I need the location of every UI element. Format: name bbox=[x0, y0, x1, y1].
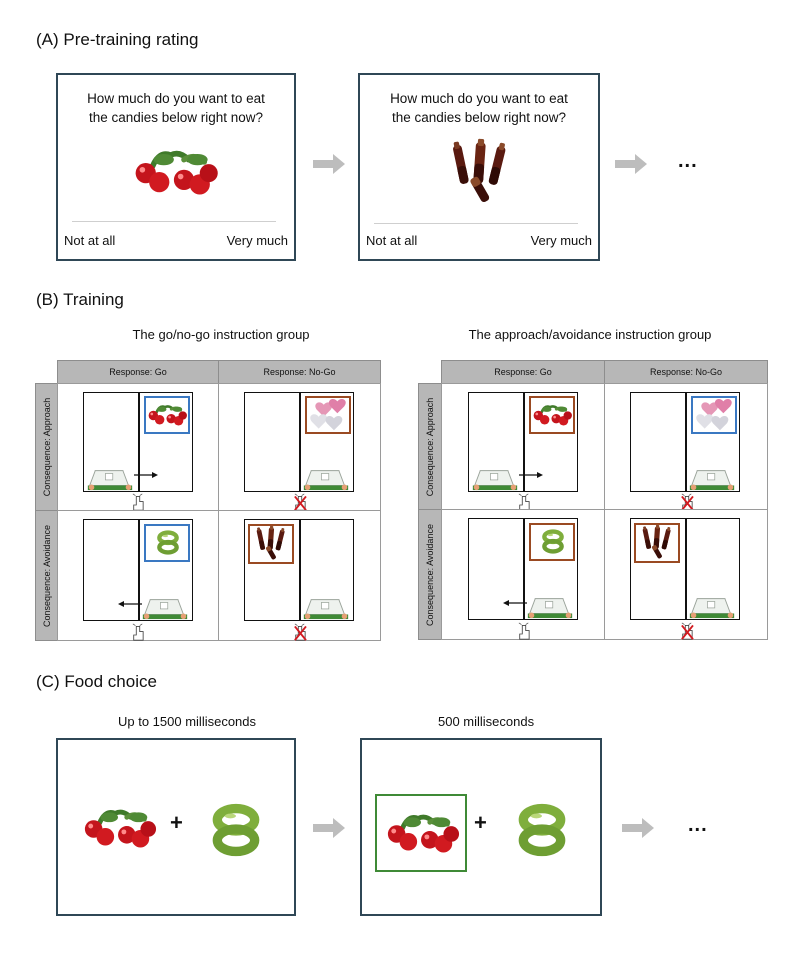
arrow-right-icon bbox=[313, 818, 345, 838]
col-header-go: Response: Go bbox=[57, 360, 219, 384]
arrow-right-icon bbox=[134, 472, 158, 478]
trial-approach-nogo bbox=[604, 383, 768, 510]
col-header-nogo: Response: No-Go bbox=[604, 360, 768, 384]
col-header-nogo: Response: No-Go bbox=[218, 360, 381, 384]
rating-question-line1: How much do you want to eat bbox=[390, 91, 568, 106]
group-title-approach-avoidance: The approach/avoidance instruction group bbox=[468, 327, 712, 342]
row-header-approach: Consequence: Approach bbox=[35, 383, 58, 511]
green-selection-frame bbox=[375, 794, 467, 872]
cherry-candy-image bbox=[532, 405, 574, 427]
row-header-avoidance-label: Consequence: Avoidance bbox=[41, 524, 52, 627]
group-title-gonogo: The go/no-go instruction group bbox=[132, 327, 310, 342]
ring-candy-image bbox=[540, 525, 566, 558]
brown-frame bbox=[529, 396, 575, 434]
cart-icon bbox=[689, 598, 735, 619]
ring-candy-image bbox=[208, 800, 264, 860]
row-header-avoidance: Consequence: Avoidance bbox=[418, 509, 442, 640]
cart-icon bbox=[527, 598, 573, 619]
trial-avoidance-nogo bbox=[218, 510, 381, 641]
cola-candy-image bbox=[256, 525, 286, 561]
cart-icon bbox=[689, 470, 735, 491]
section-c-title: (C) Food choice bbox=[36, 672, 157, 691]
cart-icon bbox=[142, 599, 188, 620]
section-b-title: (B) Training bbox=[36, 290, 124, 309]
heart-candy-image bbox=[310, 398, 346, 431]
rating-screen-2: How much do you want to eat the candies … bbox=[358, 73, 600, 261]
brown-frame bbox=[248, 524, 294, 564]
task-screen bbox=[83, 392, 193, 492]
trial-approach-go bbox=[441, 383, 605, 511]
rating-scale-line[interactable] bbox=[72, 221, 276, 222]
task-screen bbox=[468, 392, 578, 492]
arrow-right-icon bbox=[519, 472, 543, 478]
trial-avoidance-go bbox=[441, 509, 605, 640]
task-screen bbox=[83, 519, 193, 621]
rating-high-label: Very much bbox=[226, 233, 288, 248]
blue-frame bbox=[144, 396, 190, 434]
continuation-ellipsis: ... bbox=[678, 150, 698, 172]
no-press-icon bbox=[679, 622, 695, 640]
cherry-candy-image bbox=[80, 798, 158, 858]
trial-avoidance-nogo bbox=[604, 509, 768, 640]
arrow-left-icon bbox=[503, 600, 527, 606]
rating-low-label: Not at all bbox=[366, 233, 418, 248]
hand-press-icon bbox=[132, 493, 144, 511]
cart-icon bbox=[303, 470, 349, 491]
row-header-avoidance-label: Consequence: Avoidance bbox=[425, 523, 435, 626]
brown-frame bbox=[305, 396, 351, 434]
task-screen bbox=[244, 519, 354, 621]
task-screen bbox=[630, 518, 740, 620]
trial-approach-nogo bbox=[218, 383, 381, 511]
cherry-candy-image bbox=[147, 405, 189, 427]
rating-scale-line[interactable] bbox=[374, 223, 578, 224]
task-screen bbox=[468, 518, 578, 620]
rating-screen-1: How much do you want to eat the candies … bbox=[56, 73, 296, 261]
row-header-avoidance: Consequence: Avoidance bbox=[35, 510, 58, 641]
rating-question-line2: the candies below right now? bbox=[391, 110, 567, 125]
trial-approach-go bbox=[57, 383, 219, 511]
ring-candy-image bbox=[514, 800, 570, 860]
cherry-candy-image bbox=[130, 139, 220, 205]
arrow-right-icon bbox=[622, 818, 654, 838]
trial-avoidance-go bbox=[57, 510, 219, 641]
cart-icon bbox=[472, 470, 518, 491]
row-header-approach-label: Consequence: Approach bbox=[41, 397, 52, 497]
arrow-right-icon bbox=[615, 154, 647, 174]
brown-frame bbox=[634, 523, 680, 563]
no-press-icon bbox=[292, 493, 308, 511]
continuation-ellipsis: ... bbox=[688, 814, 708, 836]
no-press-icon bbox=[292, 623, 308, 641]
brown-frame bbox=[529, 523, 575, 561]
hand-press-icon bbox=[518, 622, 530, 640]
arrow-left-icon bbox=[118, 601, 142, 607]
ring-candy-image bbox=[155, 526, 181, 559]
cart-icon bbox=[303, 599, 349, 620]
cola-candy-image bbox=[642, 524, 672, 560]
rating-question-line2: the candies below right now? bbox=[88, 110, 264, 125]
choice-screen-1: + bbox=[56, 738, 296, 916]
cherry-candy-image bbox=[383, 802, 461, 864]
fixation-plus: + bbox=[170, 810, 183, 835]
hand-press-icon bbox=[132, 623, 144, 641]
fixation-plus: + bbox=[474, 810, 487, 835]
cola-candy-image bbox=[451, 138, 508, 204]
choice-screen-2: + bbox=[360, 738, 602, 916]
rating-question-line1: How much do you want to eat bbox=[87, 91, 265, 106]
arrow-right-icon bbox=[313, 154, 345, 174]
row-header-approach-label: Consequence: Approach bbox=[425, 397, 435, 496]
task-screen bbox=[244, 392, 354, 492]
rating-high-label: Very much bbox=[530, 233, 592, 248]
heart-candy-image bbox=[696, 398, 732, 431]
task-screen bbox=[630, 392, 740, 492]
cart-icon bbox=[87, 470, 133, 491]
timing-label-2: 500 milliseconds bbox=[438, 714, 535, 729]
timing-label-1: Up to 1500 milliseconds bbox=[118, 714, 257, 729]
col-header-go: Response: Go bbox=[441, 360, 605, 384]
section-a-title: (A) Pre-training rating bbox=[36, 30, 199, 49]
blue-frame bbox=[144, 524, 190, 562]
rating-low-label: Not at all bbox=[64, 233, 116, 248]
row-header-approach: Consequence: Approach bbox=[418, 383, 442, 510]
blue-frame bbox=[691, 396, 737, 434]
